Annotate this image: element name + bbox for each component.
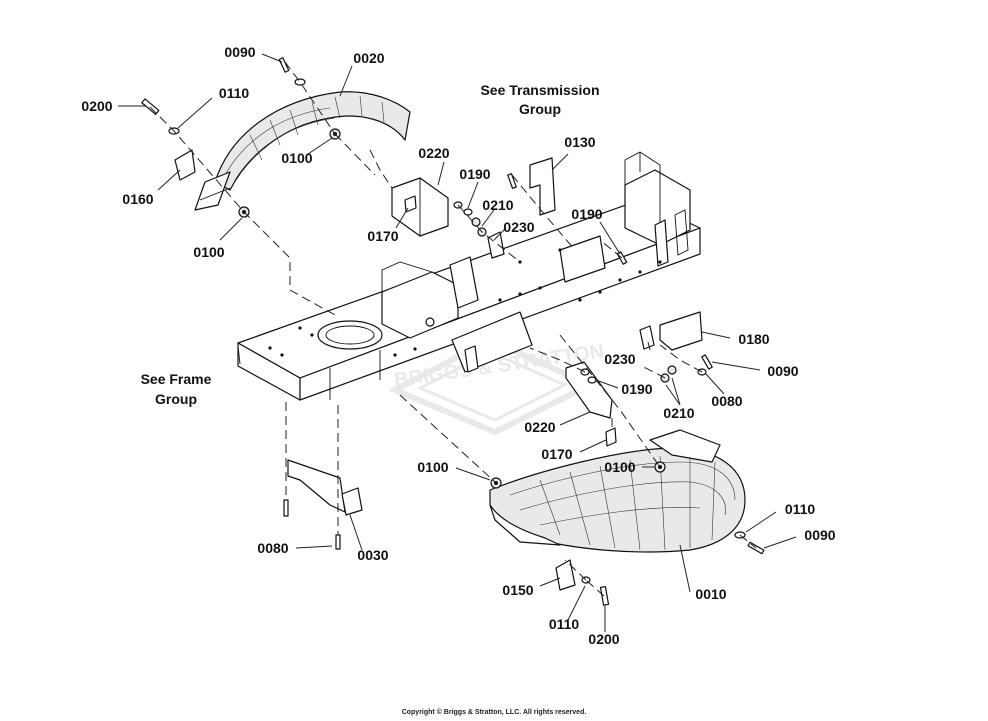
callout-0200-bottom: 0200 bbox=[588, 631, 619, 647]
assembly-lines bbox=[149, 61, 757, 597]
callout-0160: 0160 bbox=[122, 191, 153, 207]
see-frame-line2: Group bbox=[155, 391, 197, 407]
small-parts bbox=[174, 149, 703, 591]
callout-0190-right: 0190 bbox=[571, 206, 602, 222]
bolt-transmission bbox=[507, 173, 517, 189]
callout-0110-right: 0110 bbox=[785, 501, 816, 517]
callout-labels: 0090 0020 0200 0110 0100 0160 0100 0220 … bbox=[81, 44, 835, 647]
frame-holes bbox=[268, 248, 662, 357]
nut-0100-low-right bbox=[654, 461, 666, 473]
callout-0110-top: 0110 bbox=[219, 85, 250, 101]
copyright-notice: Copyright © Briggs & Stratton, LLC. All … bbox=[401, 709, 587, 716]
callout-0090-top: 0090 bbox=[224, 44, 255, 60]
callout-0170-top: 0170 bbox=[367, 228, 398, 244]
bolt-0080-left bbox=[283, 499, 289, 517]
callout-0010: 0010 bbox=[695, 586, 726, 602]
callout-0210-mid: 0210 bbox=[663, 405, 694, 421]
callout-0080-right: 0080 bbox=[711, 393, 742, 409]
callout-0100-top: 0100 bbox=[281, 150, 312, 166]
see-transmission-line2: Group bbox=[519, 101, 561, 117]
callout-0110-bottom: 0110 bbox=[549, 616, 580, 632]
callout-0180: 0180 bbox=[738, 331, 769, 347]
callout-0230-top: 0230 bbox=[503, 219, 534, 235]
callout-0030: 0030 bbox=[357, 547, 388, 563]
bolt-0200-left bbox=[141, 98, 160, 115]
callout-0150: 0150 bbox=[502, 582, 533, 598]
fender-0010 bbox=[489, 429, 746, 553]
callout-0100-low-left: 0100 bbox=[417, 459, 448, 475]
callout-0220-top: 0220 bbox=[418, 145, 449, 161]
callout-0020: 0020 bbox=[353, 50, 384, 66]
callout-0190-mid: 0190 bbox=[621, 381, 652, 397]
see-frame-line1: See Frame bbox=[141, 371, 212, 387]
fender-0020 bbox=[194, 91, 411, 211]
callout-0100-left: 0100 bbox=[193, 244, 224, 260]
leader-lines bbox=[118, 53, 797, 632]
callout-0090-bottom: 0090 bbox=[804, 527, 835, 543]
callout-0190-top: 0190 bbox=[459, 166, 490, 182]
bolt-0210-top bbox=[471, 217, 487, 237]
callout-0170-low: 0170 bbox=[541, 446, 572, 462]
callout-0230-mid: 0230 bbox=[604, 351, 635, 367]
main-frame bbox=[237, 151, 701, 401]
see-transmission-line1: See Transmission bbox=[480, 82, 599, 98]
callout-0090-right: 0090 bbox=[767, 363, 798, 379]
bolt-0200-bottom bbox=[599, 586, 610, 606]
bolt-0080-left2 bbox=[335, 534, 341, 550]
callout-0220-low: 0220 bbox=[524, 419, 555, 435]
bolt-0090-right bbox=[701, 354, 713, 370]
callout-0130: 0130 bbox=[564, 134, 595, 150]
callout-0200-left: 0200 bbox=[81, 98, 112, 114]
callout-0210-top: 0210 bbox=[482, 197, 513, 213]
callout-0080-left: 0080 bbox=[257, 540, 288, 556]
washer-0110-top bbox=[294, 78, 306, 86]
bolt-0210-mid bbox=[660, 365, 677, 383]
callout-0100-low-right: 0100 bbox=[604, 459, 635, 475]
